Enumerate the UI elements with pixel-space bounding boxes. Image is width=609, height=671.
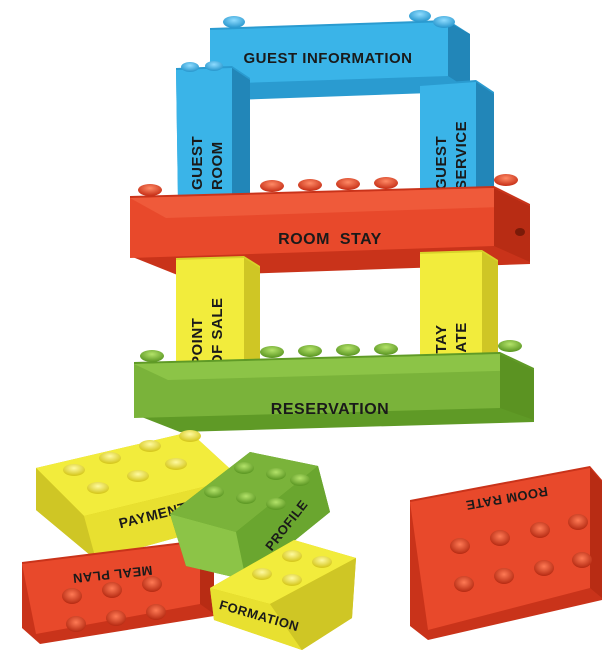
stay-date-block: STAY DATE bbox=[420, 250, 498, 376]
guest-information-label: GUEST INFORMATION bbox=[243, 50, 412, 67]
reservation-label: RESERVATION bbox=[271, 401, 389, 418]
guest-service-label-line1: GUEST bbox=[433, 136, 450, 190]
room-stay-block: ROOM STAY bbox=[130, 174, 530, 276]
point-of-sale-block: POINT OF SALE bbox=[176, 256, 260, 374]
guest-room-block: GUEST ROOM bbox=[176, 61, 250, 202]
point-of-sale-label-line2: OF SALE bbox=[209, 297, 226, 366]
guest-information-block: GUEST INFORMATION bbox=[210, 10, 470, 100]
reservation-block: RESERVATION bbox=[134, 340, 534, 432]
hole-group bbox=[62, 576, 166, 632]
stud-group bbox=[204, 462, 310, 510]
room-stay-label: ROOM STAY bbox=[278, 231, 382, 248]
stud-group bbox=[140, 340, 522, 362]
stud-group bbox=[223, 10, 455, 28]
room-rate-block: ROOM RATE bbox=[410, 466, 602, 640]
hole-group bbox=[450, 514, 592, 592]
stud-group bbox=[138, 174, 518, 196]
stud-group bbox=[252, 550, 332, 586]
guest-service-block: GUEST SERVICE bbox=[420, 80, 494, 202]
guest-room-label-line2: ROOM bbox=[209, 141, 226, 190]
profile-block: PROFILE bbox=[170, 452, 330, 580]
guest-room-label-line1: GUEST bbox=[189, 136, 206, 190]
point-of-sale-label-line1: POINT bbox=[189, 318, 206, 366]
meal-plan-block: MEAL PLAN bbox=[22, 540, 214, 644]
guest-service-label-line2: SERVICE bbox=[453, 121, 470, 190]
stud-group bbox=[63, 430, 201, 494]
